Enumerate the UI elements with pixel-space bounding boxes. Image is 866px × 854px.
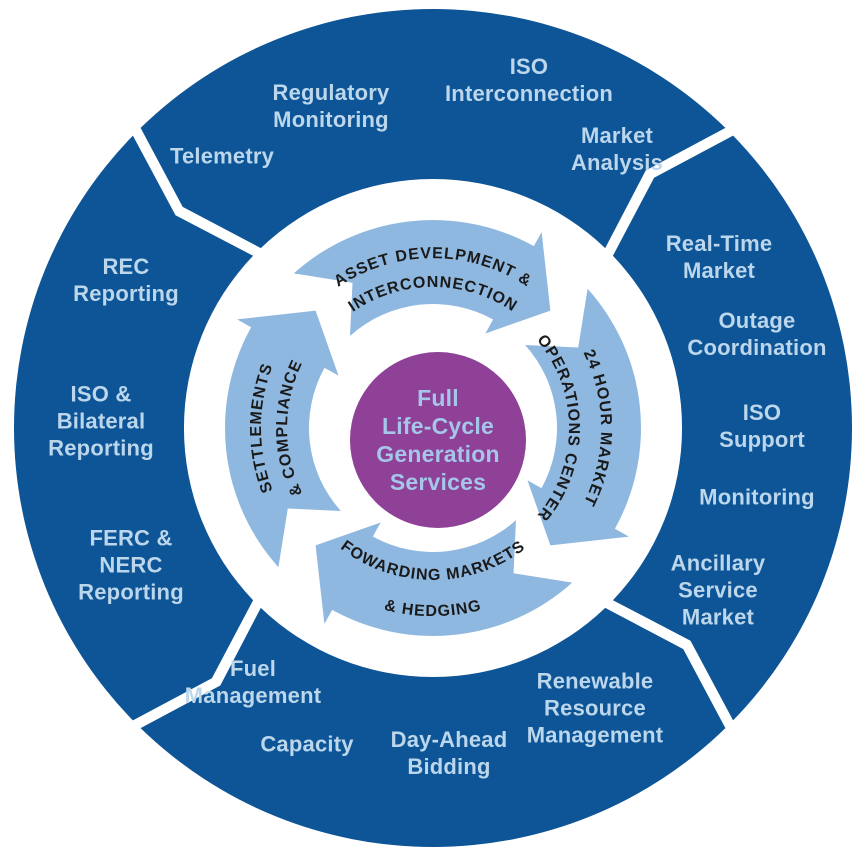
ring-segment-bottom (140, 607, 726, 847)
ring-label-real-time-market: Real-Time Market (665, 231, 773, 283)
center-title: Full Life-Cycle Generation Services (376, 385, 500, 495)
ring-label-renewable-resource-management: Renewable Resource Management (526, 668, 664, 748)
ring-label-day-ahead-bidding: Day-Ahead Bidding (390, 727, 508, 779)
arrow-label-forwarding-markets-line2: & HEDGING (383, 597, 482, 620)
ring-segment-right (612, 135, 852, 721)
ring-label-iso-support: ISO Support (719, 400, 805, 452)
ring-label-monitoring: Monitoring (699, 484, 815, 510)
ring-label-market-analysis: Market Analysis (570, 123, 664, 175)
arrow-asset-development (293, 220, 551, 336)
ring-segment-left (14, 135, 254, 721)
ring-label-iso-interconnection: ISO Interconnection (444, 54, 614, 106)
arrow-settlements (225, 310, 341, 568)
ring-label-fuel-management: Fuel Management (184, 656, 322, 708)
ring-segment-top (140, 9, 726, 249)
ring-label-rec-reporting: REC Reporting (73, 254, 179, 306)
ring-label-ancillary-service-market: Ancillary Service Market (670, 550, 766, 630)
inner-cycle-arrows (225, 220, 641, 636)
svg-text:& HEDGING: & HEDGING (383, 597, 483, 620)
ring-label-outage-coordination: Outage Coordination (687, 308, 827, 360)
arrow-forwarding-markets (315, 520, 573, 636)
arrow-market-operations (525, 288, 641, 546)
center-circle (350, 352, 526, 528)
outer-service-ring (14, 9, 852, 847)
ring-label-iso-bilateral-reporting: ISO & Bilateral Reporting (48, 381, 154, 461)
ring-label-regulatory-monitoring: Regulatory Monitoring (272, 80, 390, 132)
ring-label-telemetry: Telemetry (169, 143, 275, 169)
ring-label-capacity: Capacity (260, 731, 354, 757)
ring-label-ferc-nerc-reporting: FERC & NERC Reporting (78, 525, 184, 605)
